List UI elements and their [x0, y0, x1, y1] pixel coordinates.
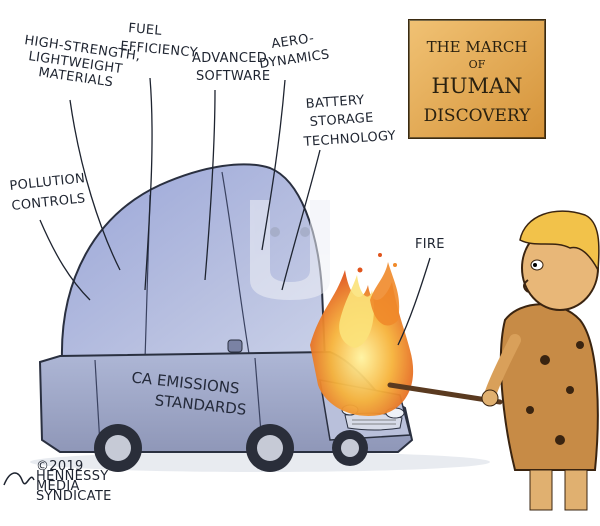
signature-line-2: HENNESSY: [36, 469, 109, 484]
label-pollution-line-1: POLLUTION: [9, 171, 86, 194]
label-software-line-2: SOFTWARE: [196, 69, 270, 84]
label-software: ADVANCED SOFTWARE: [192, 51, 270, 281]
label-battery: BATTERY STORAGE TECHNOLOGY: [281, 93, 396, 291]
label-battery-line-1: BATTERY: [305, 93, 365, 112]
caveman-figure: [481, 210, 600, 511]
far-wheel: [332, 430, 368, 466]
car-dome: [60, 163, 327, 361]
artist-signature: ©2019 HENNESSY MEDIA SYNDICATE: [3, 459, 112, 504]
rear-wheel: [94, 424, 142, 472]
label-software-line-1: ADVANCED: [192, 51, 267, 66]
signature-line-4: SYNDICATE: [36, 489, 112, 504]
fire-flames: [310, 253, 414, 416]
signature-line-3: MEDIA: [36, 479, 80, 494]
label-battery-line-2: STORAGE: [309, 111, 374, 130]
label-aero-line-1: AERO-: [270, 31, 315, 52]
sign-line-2: OF: [469, 58, 486, 71]
label-aero-line-2: DYNAMICS: [258, 47, 330, 72]
label-fire: FIRE: [397, 237, 445, 346]
label-fuel-line-2: EFFICIENCY: [120, 39, 199, 61]
signature-line-1: ©2019: [36, 459, 84, 474]
march-of-human-discovery-sign: THE MARCH OF HUMAN DISCOVERY: [408, 19, 546, 139]
label-fuel: FUEL EFFICIENCY: [120, 21, 199, 291]
sign-line-1: THE MARCH: [427, 38, 528, 56]
label-fire-text: FIRE: [415, 237, 445, 252]
label-pollution-line-2: CONTROLS: [11, 191, 86, 214]
label-battery-line-3: TECHNOLOGY: [302, 129, 396, 150]
sign-line-3: HUMAN: [431, 74, 522, 98]
front-wheel: [246, 424, 294, 472]
watermark-logo: [250, 200, 330, 300]
sign-line-4: DISCOVERY: [424, 106, 532, 126]
label-fuel-line-1: FUEL: [128, 21, 163, 39]
